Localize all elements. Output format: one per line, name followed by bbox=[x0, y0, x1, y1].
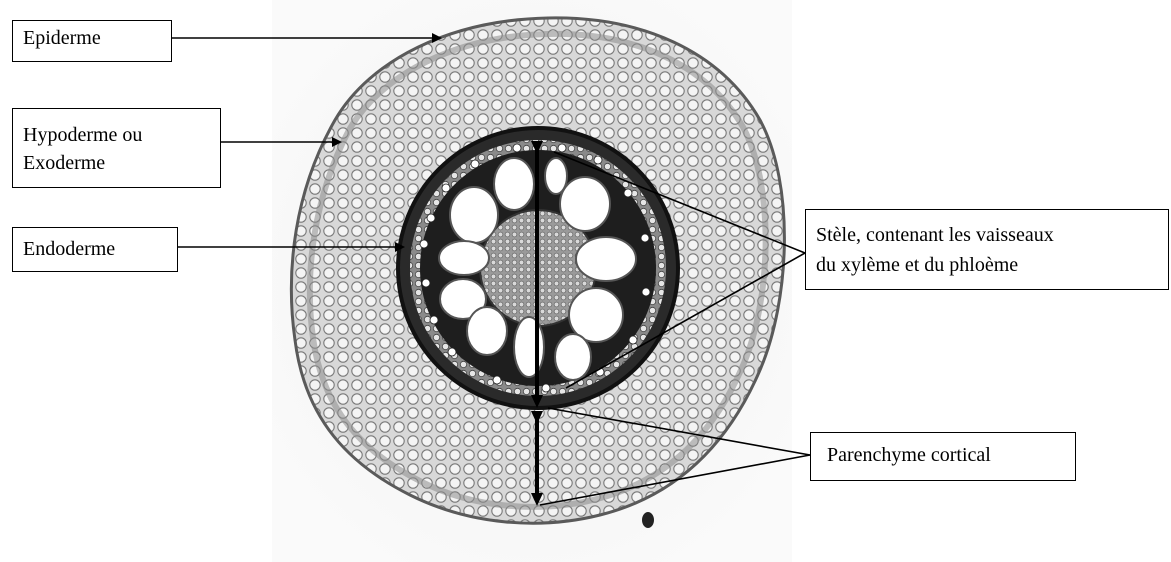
label-stele-line2: du xylème et du phloème bbox=[816, 250, 1158, 280]
xylem-vessel bbox=[576, 237, 636, 281]
micrograph-speck bbox=[642, 512, 654, 528]
xylem-vessel bbox=[560, 177, 610, 231]
label-parenchyme-text: Parenchyme cortical bbox=[827, 444, 991, 466]
label-endoderme-text: Endoderme bbox=[23, 238, 115, 260]
label-endoderme: Endoderme bbox=[12, 227, 178, 272]
xylem-vessel bbox=[450, 187, 498, 243]
label-hypoderme-line2: Exoderme bbox=[23, 149, 210, 177]
xylem-vessel bbox=[494, 158, 534, 210]
label-epiderme-text: Epiderme bbox=[23, 27, 101, 49]
xylem-vessel bbox=[467, 307, 507, 355]
label-parenchyme: Parenchyme cortical bbox=[810, 432, 1076, 481]
xylem-vessel bbox=[514, 317, 544, 377]
label-stele-line1: Stèle, contenant les vaisseaux bbox=[816, 220, 1158, 250]
label-epiderme: Epiderme bbox=[12, 20, 172, 62]
label-hypoderme-line1: Hypoderme ou bbox=[23, 121, 210, 149]
xylem-vessel bbox=[439, 241, 489, 275]
label-stele: Stèle, contenant les vaisseaux du xylème… bbox=[805, 209, 1169, 290]
label-hypoderme: Hypoderme ou Exoderme bbox=[12, 108, 221, 188]
xylem-vessel bbox=[555, 334, 591, 380]
